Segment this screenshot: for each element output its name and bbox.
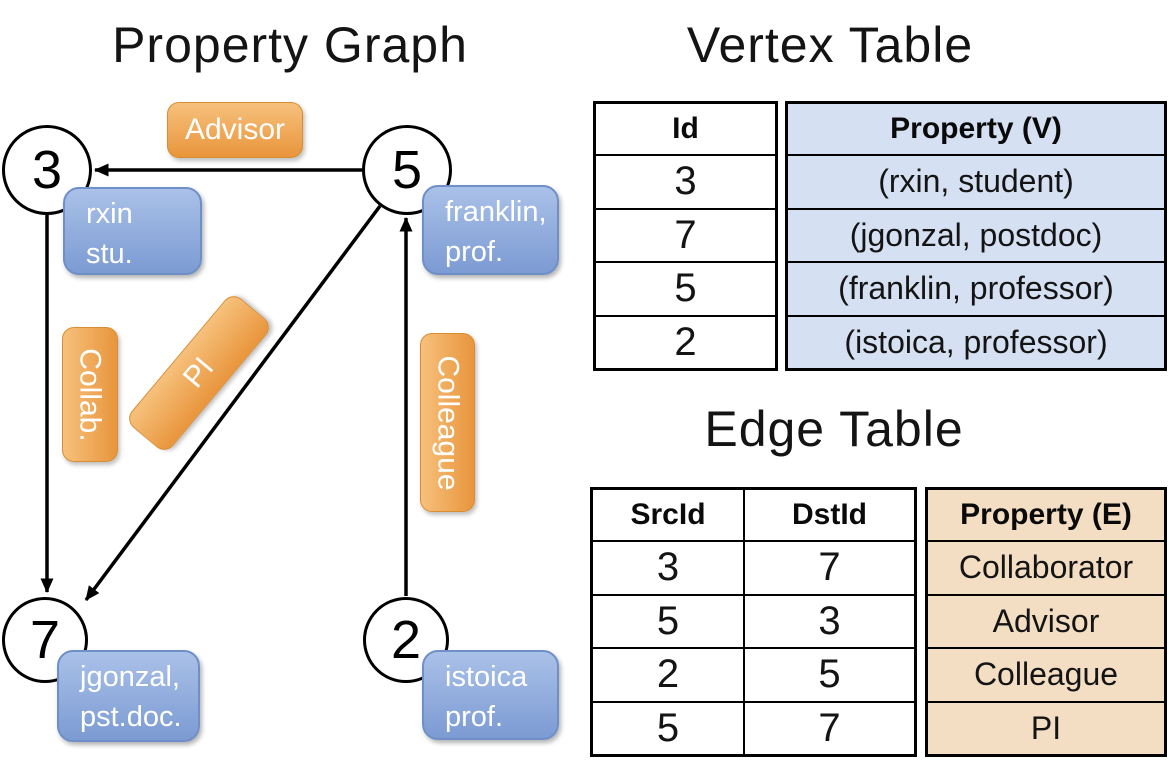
vertex-property-cell: (istoica, professor) <box>785 314 1167 371</box>
table-row: Collaborator <box>925 540 1167 596</box>
edge-label-collab: Collab. <box>62 327 118 462</box>
vertex-property-box-7: jgonzal, pst.doc. <box>57 650 200 742</box>
edge-property-cell: PI <box>925 700 1167 757</box>
vertex-id-cell: 7 <box>593 207 778 263</box>
edge-table-title: Edge Table <box>704 401 964 457</box>
vertex-property-cell: (franklin, professor) <box>785 261 1167 317</box>
edge-src-cell: 5 <box>590 700 745 757</box>
edge-dst-cell: 7 <box>743 540 917 596</box>
vertex-property-box-3: rxin stu. <box>63 187 202 275</box>
edge-label-advisor: Advisor <box>167 102 303 158</box>
table-row: Colleague <box>925 647 1167 703</box>
vertex-node-5: 5 <box>362 125 452 215</box>
table-row: 3 <box>593 154 778 210</box>
edge-label-colleague-text: Colleague <box>431 354 465 491</box>
edge-dst-cell: 3 <box>743 593 917 649</box>
table-row: Advisor <box>925 593 1167 649</box>
vertex-property-box-3-line1: rxin <box>86 198 133 230</box>
edge-arrow-5-to-7 <box>84 204 382 602</box>
vertex-table-property-header: Property (V) <box>785 101 1167 156</box>
vertex-property-cell: (rxin, student) <box>785 154 1167 210</box>
vertex-node-2-id: 2 <box>390 610 422 670</box>
edge-table-id-columns: SrcId DstId 3 7 5 3 2 5 5 7 <box>590 487 917 757</box>
vertex-table-id-column: Id 3 7 5 2 <box>593 101 778 371</box>
table-row: 5 7 <box>590 700 917 757</box>
table-row: (jgonzal, postdoc) <box>785 207 1167 263</box>
table-row: (rxin, student) <box>785 154 1167 210</box>
table-row: PI <box>925 700 1167 757</box>
vertex-property-box-2: istoica prof. <box>422 650 559 740</box>
table-row: 7 <box>593 207 778 263</box>
edge-dst-cell: 7 <box>743 700 917 757</box>
edge-label-pi-text: PI <box>176 351 221 395</box>
edge-table-property-header: Property (E) <box>925 487 1167 542</box>
edge-src-cell: 2 <box>590 647 745 703</box>
vertex-property-box-5: franklin, prof. <box>422 185 559 275</box>
edge-table-property-column: Property (E) Collaborator Advisor Collea… <box>925 487 1167 757</box>
edge-label-colleague: Colleague <box>420 333 475 512</box>
vertex-table-property-column: Property (V) (rxin, student) (jgonzal, p… <box>785 101 1167 371</box>
vertex-property-box-5-line1: franklin, <box>445 196 547 228</box>
vertex-node-7-id: 7 <box>29 610 61 670</box>
vertex-property-box-7-line1: jgonzal, <box>80 661 180 693</box>
graph-title: Property Graph <box>112 17 468 73</box>
table-row: (franklin, professor) <box>785 261 1167 317</box>
vertex-property-box-2-line1: istoica <box>445 661 528 693</box>
vertex-property-box-7-line2: pst.doc. <box>80 701 182 733</box>
vertex-node-3-id: 3 <box>31 140 63 200</box>
table-row: 2 <box>593 314 778 371</box>
vertex-table-title: Vertex Table <box>686 17 974 73</box>
vertex-id-cell: 2 <box>593 314 778 371</box>
vertex-node-5-id: 5 <box>391 140 423 200</box>
table-row: 3 7 <box>590 540 917 596</box>
table-row: 5 3 <box>590 593 917 649</box>
edge-label-collab-text: Collab. <box>74 347 108 442</box>
vertex-property-cell: (jgonzal, postdoc) <box>785 207 1167 263</box>
vertex-id-cell: 3 <box>593 154 778 210</box>
graph-edges <box>40 163 413 602</box>
edge-dst-cell: 5 <box>743 647 917 703</box>
table-row: 5 <box>593 261 778 317</box>
edge-property-cell: Advisor <box>925 593 1167 649</box>
vertex-table-id-header: Id <box>593 101 778 156</box>
vertex-property-box-5-line2: prof. <box>445 236 504 268</box>
edge-property-cell: Colleague <box>925 647 1167 703</box>
edge-src-cell: 5 <box>590 593 745 649</box>
table-row: (istoica, professor) <box>785 314 1167 371</box>
edge-src-cell: 3 <box>590 540 745 596</box>
vertex-id-cell: 5 <box>593 261 778 317</box>
edge-property-cell: Collaborator <box>925 540 1167 596</box>
vertex-property-box-3-line2: stu. <box>86 238 133 270</box>
vertex-node-2: 2 <box>363 597 449 683</box>
vertex-property-box-2-line2: prof. <box>445 701 504 733</box>
table-row: 2 5 <box>590 647 917 703</box>
edge-table-src-header: SrcId <box>590 487 745 542</box>
edge-table-dst-header: DstId <box>743 487 917 542</box>
edge-label-advisor-text: Advisor <box>184 113 286 146</box>
